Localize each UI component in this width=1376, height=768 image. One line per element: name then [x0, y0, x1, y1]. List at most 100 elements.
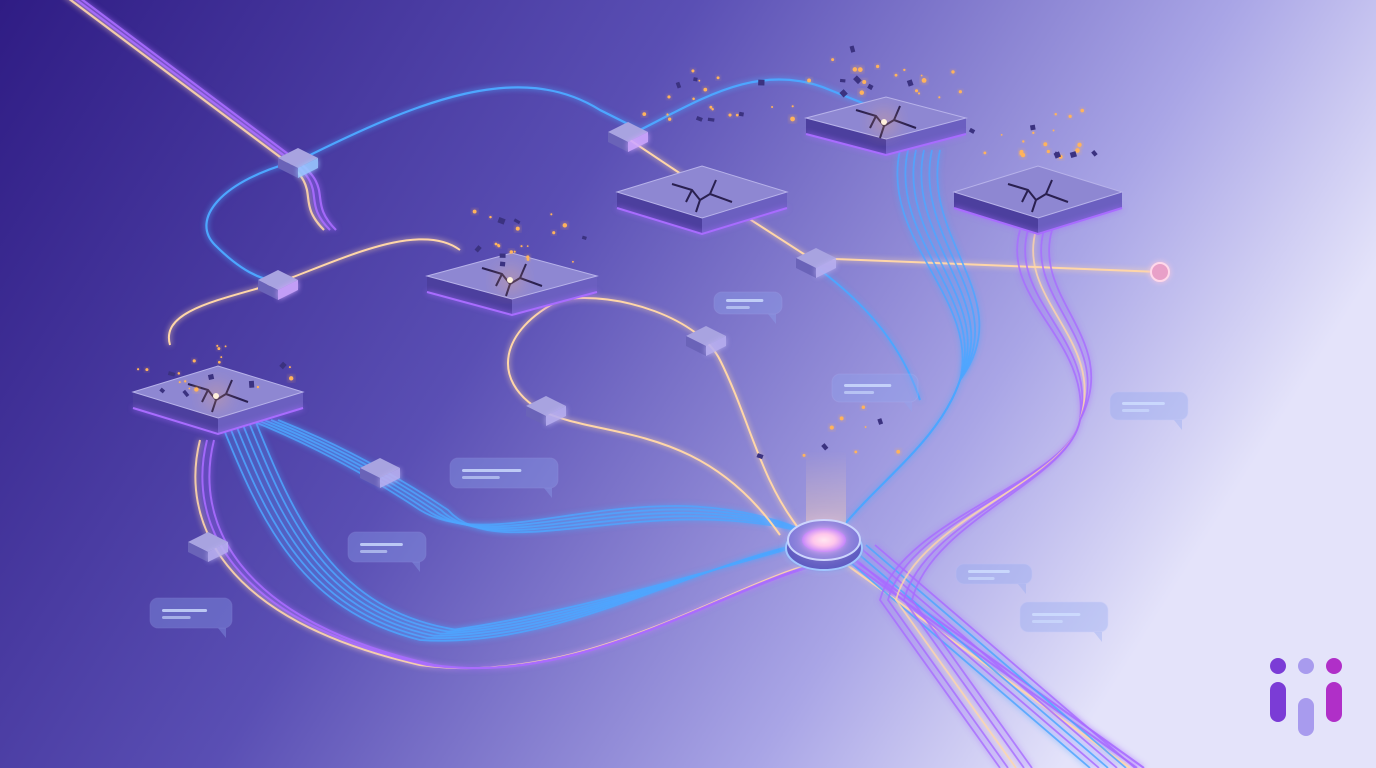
cable-line — [819, 269, 921, 401]
spark-dot — [216, 344, 219, 347]
debris-shard — [248, 380, 255, 388]
debris-shard — [738, 111, 744, 117]
spark-core — [213, 393, 219, 399]
bubble-line — [162, 616, 191, 619]
debris-shard — [853, 75, 862, 85]
bubble-tail — [1094, 632, 1102, 642]
spark-dot — [917, 92, 921, 95]
three-bar-brand-logo — [1270, 658, 1342, 736]
block-top — [615, 165, 789, 219]
bubble-body — [347, 531, 427, 563]
spark-dot — [920, 74, 923, 77]
router-node — [796, 248, 836, 278]
spark-dot — [666, 113, 669, 116]
block-side — [886, 118, 966, 155]
chat-bubble-icon — [149, 597, 233, 638]
spark-dot — [526, 258, 530, 261]
debris-shard — [499, 261, 506, 267]
bubble-line — [462, 476, 500, 479]
spark-dot — [1068, 114, 1072, 119]
spark-dot — [145, 368, 149, 372]
logo-bar — [1298, 698, 1314, 736]
spark-dot — [852, 67, 858, 72]
spark-dot — [839, 416, 844, 421]
spark-dot — [497, 243, 500, 247]
spark-dot — [802, 453, 806, 457]
bubble-line — [968, 577, 995, 580]
spark-dot — [864, 426, 867, 428]
node-side-glow — [278, 280, 298, 300]
bubble-line — [162, 609, 208, 612]
spark-dot — [921, 78, 927, 83]
debris-shard — [968, 127, 976, 134]
bubble-line — [1032, 613, 1081, 616]
cable-line — [270, 419, 816, 536]
block-side — [218, 392, 303, 434]
router-node — [258, 270, 298, 300]
node-side-glow — [380, 468, 400, 488]
bubble-body — [1019, 601, 1109, 633]
spark-dot — [862, 79, 867, 84]
spark-dot — [571, 260, 574, 263]
debris-shard — [513, 218, 521, 225]
debris-shard — [849, 45, 856, 53]
spark-dot — [217, 360, 221, 364]
spark-dot — [562, 223, 568, 228]
bubble-line — [968, 570, 1010, 573]
spark-dot — [220, 356, 223, 359]
spark-dot — [875, 64, 880, 69]
chat-bubble-icon — [449, 457, 559, 498]
cable-line — [847, 544, 1109, 768]
node-side — [360, 468, 380, 488]
spark-group — [136, 45, 1098, 460]
bubble-tail — [1018, 584, 1026, 594]
bubble-line — [360, 543, 403, 546]
spark-dot — [831, 58, 835, 62]
spark-dot — [136, 368, 140, 371]
bubble-line — [1032, 620, 1063, 623]
spark-dot — [178, 381, 181, 384]
bubble-tail — [412, 562, 420, 572]
spark-dot — [289, 376, 294, 381]
spark-dot — [1046, 149, 1051, 154]
spark-dot — [951, 70, 955, 74]
debris-shard — [474, 245, 482, 253]
bubble-tail — [904, 402, 912, 412]
block-top — [952, 165, 1124, 219]
node-side — [258, 280, 278, 300]
spark-dot — [515, 226, 520, 231]
router-node — [360, 458, 400, 488]
spark-dot — [859, 90, 865, 95]
spark-dot — [526, 255, 530, 259]
spark-dot — [829, 425, 834, 430]
cable-line — [254, 419, 821, 631]
debris-shard — [581, 235, 587, 240]
spark-dot — [716, 76, 720, 80]
spark-dot — [509, 250, 514, 254]
cable-line — [205, 158, 301, 284]
spark-dot — [807, 78, 812, 83]
block-glow-edge — [132, 407, 304, 436]
spark-dot — [791, 105, 794, 108]
router-node — [278, 148, 318, 178]
spark-dot — [698, 79, 701, 82]
bubble-tail — [768, 314, 776, 324]
cracked-block-group — [131, 96, 1124, 436]
spark-dot — [552, 231, 556, 235]
spark-dot — [903, 68, 906, 72]
debris-shard — [167, 371, 176, 377]
spark-dot — [1054, 113, 1057, 116]
spark-dot — [1043, 142, 1048, 147]
node-side — [686, 336, 706, 356]
cable-line — [911, 229, 1093, 768]
spark-dot — [857, 67, 863, 72]
spark-dot — [1000, 133, 1003, 136]
debris-shard — [839, 89, 848, 98]
node-side — [526, 406, 546, 426]
chat-bubble-icon — [831, 373, 919, 412]
spark-dot — [489, 215, 492, 219]
cable-line — [279, 238, 461, 283]
chat-bubble-icon — [1109, 391, 1189, 430]
spark-dot — [703, 87, 708, 92]
logo-bar — [1270, 682, 1286, 722]
